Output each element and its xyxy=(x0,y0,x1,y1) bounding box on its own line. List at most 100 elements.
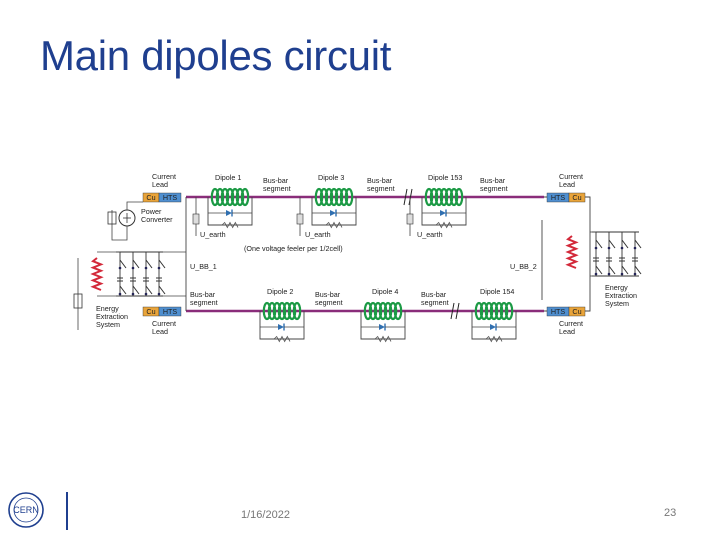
dipole-3-bypass xyxy=(311,197,357,226)
dipole-154-coil xyxy=(474,301,484,321)
right-extraction-switches-switch xyxy=(595,265,603,275)
busbar-gap-mark xyxy=(455,302,460,320)
diode-symbol xyxy=(379,324,385,330)
right-extraction-switches-switch xyxy=(621,239,629,249)
dipole-153-coil xyxy=(444,187,454,207)
left-extraction-switches-switch-node xyxy=(131,266,135,270)
dipole-154-bypass xyxy=(471,311,517,340)
label-dipole-4: Dipole 4 xyxy=(372,287,398,296)
u-earth-resistor xyxy=(296,213,304,225)
resistor-symbol xyxy=(325,221,343,229)
cern-logo: CERN xyxy=(8,492,44,528)
dipole-154-coil xyxy=(499,301,509,321)
top-left-lead-cu-label: Cu xyxy=(146,193,155,202)
dipole-3-coil xyxy=(319,187,329,207)
left-extraction-switches-switch-node xyxy=(157,292,161,296)
footer-date: 1/16/2022 xyxy=(241,509,290,521)
right-extraction-switches-switch-node xyxy=(607,272,611,276)
right-extraction-switches-switch-node xyxy=(633,246,637,250)
left-extraction-switches-switch-node xyxy=(131,292,135,296)
resistor-symbol xyxy=(273,335,291,343)
diode-symbol xyxy=(226,210,232,216)
converter-wire xyxy=(126,201,143,210)
label-u-earth-1: U_earth xyxy=(200,230,226,239)
left-extraction-switches-switch xyxy=(119,285,127,295)
right-extraction-switches-switch xyxy=(621,265,629,275)
label-u-earth-2: U_earth xyxy=(305,230,331,239)
top-left-lead-hts-label: HTS xyxy=(163,193,178,202)
resistor-symbol xyxy=(221,221,239,229)
ground-element xyxy=(73,293,83,309)
dipole-4-coil xyxy=(388,301,398,321)
dipole-1-bypass xyxy=(207,197,253,226)
dipole-2-coil xyxy=(262,301,272,321)
footer-divider xyxy=(66,492,68,530)
right-extraction-switches-switch-node xyxy=(607,246,611,250)
right-return xyxy=(544,196,591,312)
label-voltage-feeler: (One voltage feeler per 1/2cell) xyxy=(244,244,343,253)
dipole-153-coil xyxy=(434,187,444,207)
bottom-right-lead-hts-label: HTS xyxy=(551,307,566,316)
diode-symbol xyxy=(490,324,496,330)
left-extraction-switches-switch-node xyxy=(144,292,148,296)
svg-text:CERN: CERN xyxy=(13,505,39,515)
busbar-gap-mark xyxy=(408,188,413,206)
u-earth-resistor xyxy=(406,213,414,225)
dipole-3-coil xyxy=(314,187,324,207)
dipole-4-coil xyxy=(393,301,403,321)
dipole-153-coil xyxy=(424,187,434,207)
bottom-left-lead-hts-block xyxy=(158,306,182,317)
bottom-left-lead-hts-label: HTS xyxy=(163,307,178,316)
left-extraction-switches-switch xyxy=(145,259,153,269)
right-extraction-switches-switch-node xyxy=(620,246,624,250)
dipole-1-coil xyxy=(230,187,240,207)
dipole-2-coil xyxy=(287,301,297,321)
resistor-symbol xyxy=(374,335,392,343)
dipole-153-coil xyxy=(429,187,439,207)
bottom-right-lead-cu-label: Cu xyxy=(572,307,581,316)
dipole-4-coil xyxy=(378,301,388,321)
left-extraction-switches-switch xyxy=(132,285,140,295)
right-extraction-switches-switch xyxy=(634,265,642,275)
busbar-gap-mark xyxy=(403,188,408,206)
left-extraction-switches-switch xyxy=(145,285,153,295)
dipole-1-coil xyxy=(220,187,230,207)
top-right-lead-cu-label: Cu xyxy=(572,193,581,202)
converter-filter xyxy=(107,211,117,225)
dipole-1-coil xyxy=(210,187,220,207)
dipole-153-coil xyxy=(454,187,464,207)
converter-wire xyxy=(111,210,128,241)
resistor-symbol xyxy=(435,221,453,229)
right-extraction-switches-switch-node xyxy=(594,246,598,250)
dump-resistor xyxy=(90,257,104,291)
dipole-154-coil xyxy=(479,301,489,321)
left-extraction-switches-switch xyxy=(158,259,166,269)
dipole-154-coil xyxy=(494,301,504,321)
slide-title: Main dipoles circuit xyxy=(40,32,392,79)
resistor-symbol xyxy=(485,335,503,343)
dipole-2-coil xyxy=(292,301,302,321)
dipole-1-coil xyxy=(235,187,245,207)
right-extraction-switches-switch xyxy=(608,239,616,249)
dipole-1-coil xyxy=(225,187,235,207)
dipole-4-coil xyxy=(363,301,373,321)
right-extraction-switches-switch xyxy=(608,265,616,275)
right-extraction-switches-switch-node xyxy=(633,272,637,276)
dipole-4-coil xyxy=(383,301,393,321)
dipole-154-coil xyxy=(484,301,494,321)
dipole-2-coil xyxy=(272,301,282,321)
dipole-3-coil xyxy=(339,187,349,207)
dipole-4-bypass xyxy=(360,311,406,340)
busbar-gap-mark xyxy=(450,302,455,320)
